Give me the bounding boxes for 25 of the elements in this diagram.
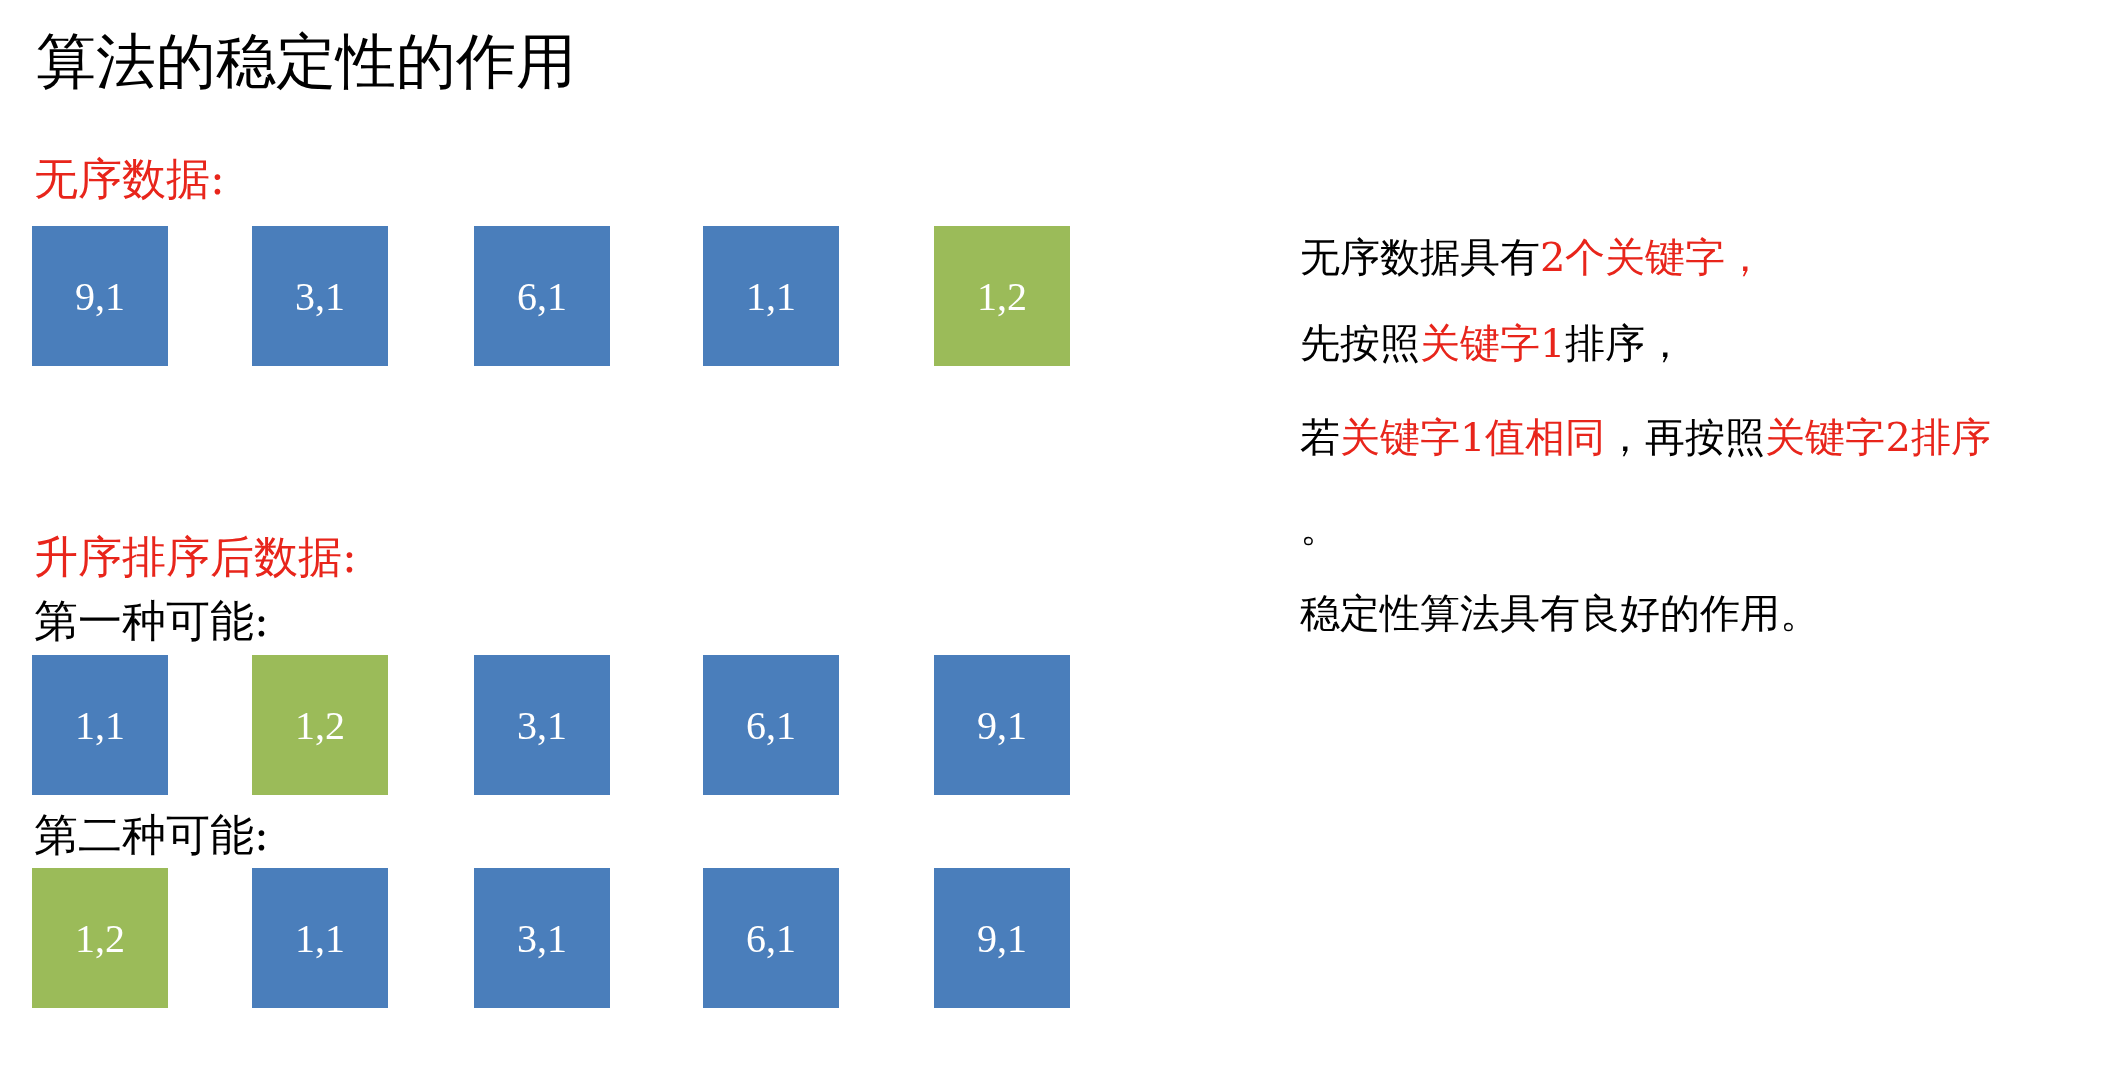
- value-tile: 9,1: [934, 655, 1070, 795]
- note-text: 先按照关键字1排序，: [1300, 319, 1686, 368]
- value-tile: 1,2: [32, 868, 168, 1008]
- value-tile: 6,1: [474, 226, 610, 366]
- section-heading: 升序排序后数据:: [34, 530, 357, 584]
- value-tile: 3,1: [252, 226, 388, 366]
- value-tile: 6,1: [703, 655, 839, 795]
- value-tile: 1,2: [934, 226, 1070, 366]
- value-tile: 3,1: [474, 868, 610, 1008]
- value-tile: 1,1: [703, 226, 839, 366]
- value-tile: 3,1: [474, 655, 610, 795]
- case-heading: 第一种可能:: [34, 594, 269, 648]
- note-text: 。: [1300, 503, 1340, 552]
- slide-title: 算法的稳定性的作用: [36, 25, 576, 98]
- note-text: 无序数据具有2个关键字，: [1300, 233, 1766, 282]
- value-tile: 9,1: [32, 226, 168, 366]
- section-heading: 无序数据:: [34, 152, 225, 206]
- value-tile: 1,1: [252, 868, 388, 1008]
- case-heading: 第二种可能:: [34, 808, 269, 862]
- value-tile: 9,1: [934, 868, 1070, 1008]
- value-tile: 1,1: [32, 655, 168, 795]
- value-tile: 1,2: [252, 655, 388, 795]
- note-text: 若关键字1值相同，再按照关键字2排序: [1300, 413, 1991, 462]
- value-tile: 6,1: [703, 868, 839, 1008]
- note-text: 稳定性算法具有良好的作用。: [1300, 589, 1820, 638]
